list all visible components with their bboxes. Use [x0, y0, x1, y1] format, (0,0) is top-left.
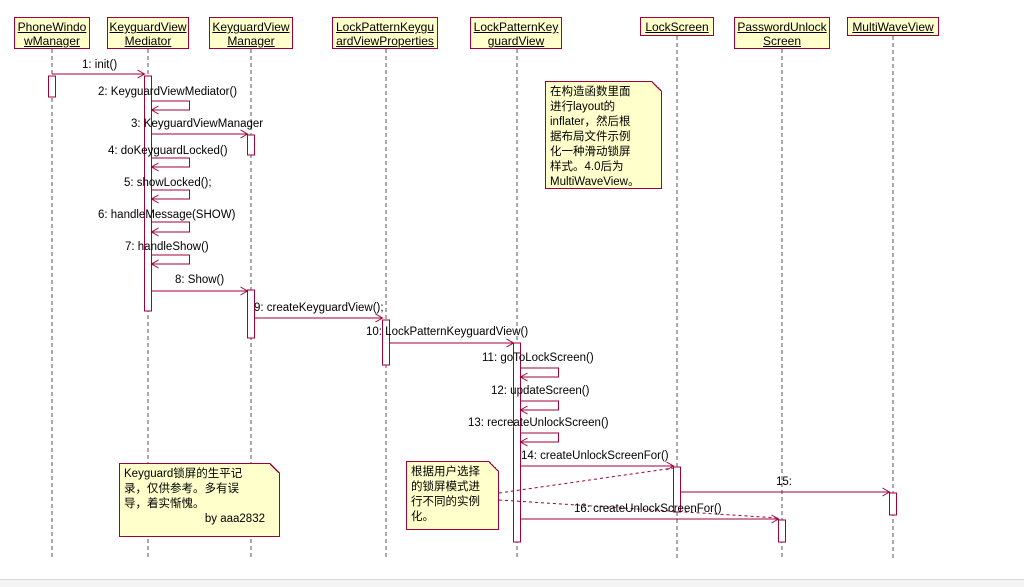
participant-label: wManager [23, 34, 81, 48]
participant-label: LockPatternKey [473, 20, 559, 34]
note-line: 行不同的实例 [411, 496, 480, 508]
message-label: 13: recreateUnlockScreen() [468, 417, 609, 429]
activation-bar [247, 134, 255, 156]
activation-bar [778, 519, 786, 543]
arrowhead [666, 461, 675, 471]
participant-keyguardviewmediator[interactable]: KeyguardView Mediator [107, 17, 189, 49]
message-label: 6: handleMessage(SHOW) [98, 209, 236, 221]
message-label: 7: handleShow() [125, 241, 209, 253]
note-fold-corner [652, 81, 662, 91]
arrowhead [150, 259, 159, 269]
participant-label: LockPatternKeygu [335, 20, 435, 34]
self-message-arrow [151, 254, 190, 265]
message-label: 5: showLocked(); [124, 177, 212, 189]
arrowhead [150, 194, 159, 204]
participant-label: KeyguardView [109, 20, 187, 34]
activation-bar [48, 75, 56, 98]
participant-lockpatternkeyguardview[interactable]: LockPatternKey guardView [470, 17, 562, 49]
participant-phonewindowmanager[interactable]: PhoneWindo wManager [14, 17, 90, 49]
arrowhead [519, 372, 528, 382]
note-line: MultiWaveView。 [550, 176, 640, 188]
activation-bar [247, 289, 255, 339]
message-label: 4: doKeyguardLocked() [108, 145, 228, 157]
message-label: 9: createKeyguardView(); [254, 302, 384, 314]
note-connector [498, 499, 779, 519]
participant-label: KeyguardView [212, 20, 290, 34]
activation-bar [889, 492, 897, 516]
note-line: 在构造函数里面 [550, 86, 631, 98]
self-message-arrow [520, 400, 559, 411]
self-message-arrow [151, 100, 190, 111]
participant-keyguardviewmanager[interactable]: KeyguardView Manager [209, 17, 293, 49]
arrowhead [519, 405, 528, 415]
participant-lockpatternkeyguardviewproperties[interactable]: LockPatternKeygu ardViewProperties [332, 17, 438, 49]
arrowhead [506, 338, 515, 348]
arrowhead [882, 487, 891, 497]
message-label: 16: createUnlockScreenFor() [574, 503, 722, 515]
participant-label: Manager [227, 34, 275, 48]
note-fold-corner [270, 463, 280, 473]
arrowhead [375, 313, 384, 323]
self-message-arrow [151, 221, 190, 233]
participant-label: MultiWaveView [852, 20, 934, 34]
note-line: 进行layout的 [550, 101, 616, 113]
note-connectors [498, 467, 779, 519]
participant-label: PhoneWindo [17, 20, 87, 34]
message-label: 8: Show() [175, 274, 225, 286]
note-line: 导，着实惭愧。 [124, 498, 205, 510]
arrowhead [240, 129, 249, 139]
participant-label: ardViewProperties [336, 34, 434, 48]
note-layout-inflater: 在构造函数里面 进行layout的 inflater，然后根 据布局文件示例 化… [545, 81, 662, 189]
participant-passwordunlockscreen[interactable]: PasswordUnlock Screen [734, 17, 830, 49]
participant-multiwaveview[interactable]: MultiWaveView [847, 17, 939, 36]
message-label: 12: updateScreen() [491, 385, 590, 397]
participant-lockscreen[interactable]: LockScreen [640, 17, 714, 36]
note-fold-corner [489, 461, 499, 471]
participant-label: PasswordUnlock [737, 20, 827, 34]
message-label: 1: init() [82, 59, 118, 71]
note-line: 据布局文件示例 [550, 131, 631, 143]
self-message-arrow [520, 432, 559, 443]
self-message-arrow [151, 157, 190, 168]
activation-bar [144, 75, 152, 312]
arrowhead [137, 69, 146, 79]
note-instance-selection: 根据用户选择 的锁屏模式进 行不同的实例 化。 [406, 461, 499, 530]
message-arrows [52, 69, 891, 524]
note-connector [498, 467, 674, 494]
note-author: Keyguard锁屏的生平记 录，仅供参考。多有误 导，着实惭愧。 by aaa… [119, 463, 280, 537]
horizontal-scrollbar[interactable] [0, 579, 1024, 587]
note-line: 化。 [411, 511, 434, 523]
message-label: 14: createUnlockScreenFor() [521, 450, 669, 462]
arrowhead [240, 286, 249, 296]
participant-label: Screen [762, 34, 802, 48]
message-label: 15: [776, 476, 792, 488]
arrowhead [150, 227, 159, 237]
message-label: 10: LockPatternKeyguardView() [366, 326, 529, 338]
note-signature: by aaa2832 [204, 513, 265, 525]
note-line: 化一种滑动锁屏 [550, 146, 631, 158]
arrowhead [150, 162, 159, 172]
activation-bar [673, 466, 681, 513]
participant-label: Mediator [124, 34, 172, 48]
participant-label: LockScreen [645, 20, 709, 34]
note-line: Keyguard锁屏的生平记 [124, 468, 243, 480]
arrowhead [150, 105, 159, 115]
note-line: 样式。4.0后为 [550, 161, 624, 173]
arrowhead [771, 514, 780, 524]
self-message-arrow [520, 367, 559, 378]
note-line: 根据用户选择 [411, 466, 480, 478]
message-label: 2: KeyguardViewMediator() [98, 86, 238, 98]
activation-bar [513, 342, 521, 543]
message-label: 3: KeyguardViewManager [131, 118, 264, 130]
participant-label: guardView [487, 34, 545, 48]
note-line: inflater，然后根 [550, 116, 631, 128]
self-message-arrow [151, 189, 190, 200]
arrowhead [519, 437, 528, 447]
message-label: 11: goToLockScreen() [482, 352, 594, 364]
note-line: 的锁屏模式进 [411, 481, 480, 493]
note-line: 录，仅供参考。多有误 [124, 483, 239, 495]
